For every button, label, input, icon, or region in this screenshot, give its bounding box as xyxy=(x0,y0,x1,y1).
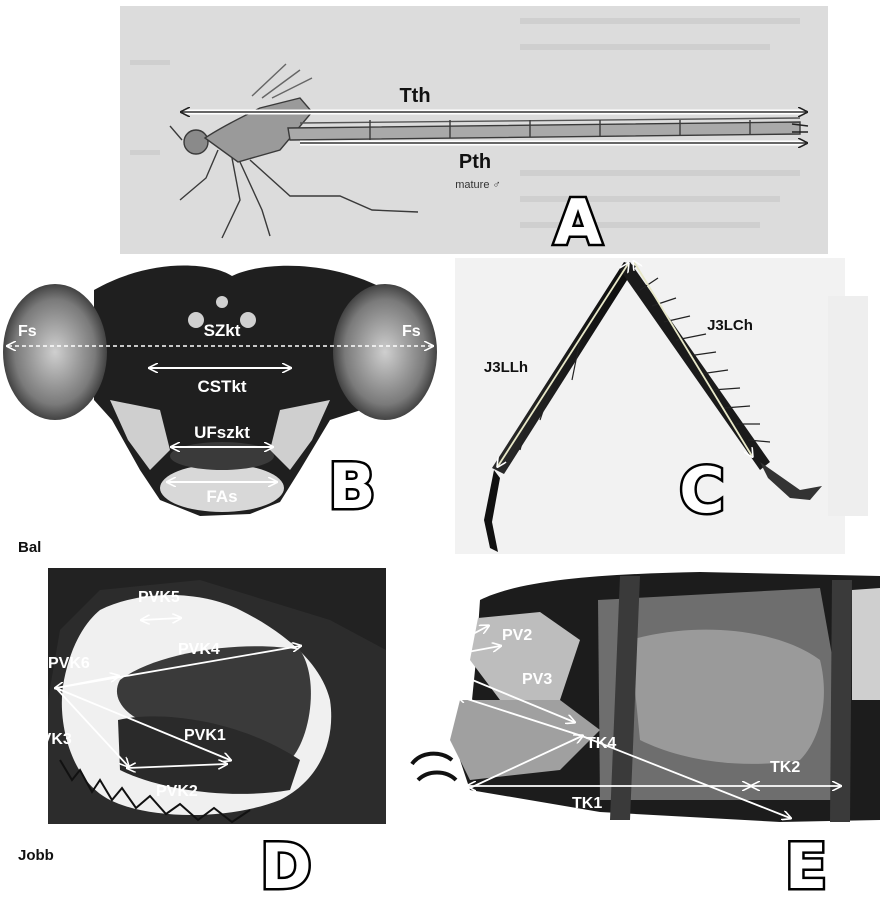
label-tk3: TK3 xyxy=(404,707,434,724)
label-pvk5: PVK5 xyxy=(138,589,180,606)
label-szkt: SZkt xyxy=(204,321,241,340)
label-cstkt: CSTkt xyxy=(197,377,246,396)
pale-segment-patch xyxy=(630,630,824,764)
panel-letter-b: B xyxy=(328,450,375,523)
label-pvk1: PVK1 xyxy=(184,727,226,744)
panel-letter-d: D xyxy=(260,830,311,898)
label-tk2: TK2 xyxy=(770,759,800,776)
label-pth: Pth xyxy=(459,151,491,173)
label-j3llh: J3LLh xyxy=(484,359,528,376)
label-tth: Tth xyxy=(399,85,430,107)
panel-a: Tth Pth mature ♂ A xyxy=(120,6,828,259)
label-tk1: TK1 xyxy=(572,795,602,812)
label-j3lch: J3LCh xyxy=(707,317,753,334)
label-ufszkt: UFszkt xyxy=(194,423,250,442)
panel-letter-c: C xyxy=(679,454,725,527)
panel-e: PV1 PV2 PV3 TK3 TK4 TK2 TK1 E xyxy=(404,572,880,898)
label-pvk2: PVK2 xyxy=(156,783,198,800)
left-compound-eye xyxy=(3,284,107,420)
label-fas: FAs xyxy=(206,487,237,506)
label-pvk3: PVK3 xyxy=(30,731,72,748)
label-pvk6: PVK6 xyxy=(48,655,90,672)
label-pv3: PV3 xyxy=(522,671,552,688)
label-mature-male: mature ♂ xyxy=(455,179,501,191)
label-tk4: TK4 xyxy=(586,735,616,752)
panel-c: J3LLh J3LCh C xyxy=(455,258,868,554)
panel-d: PVK5 PVK4 PVK6 PVK3 PVK1 PVK2 D xyxy=(30,568,386,898)
panel-letter-e: E xyxy=(785,830,827,898)
side-label-left: Bal xyxy=(18,539,41,556)
label-fs-left: Fs xyxy=(18,323,37,340)
label-fs-right: Fs xyxy=(402,323,421,340)
panel-b: Fs Fs SZkt CSTkt UFszkt FAs B xyxy=(3,266,437,523)
panel-letter-a: A xyxy=(554,186,602,259)
label-pv1: PV1 xyxy=(408,615,438,632)
right-compound-eye xyxy=(333,284,437,420)
label-pvk4: PVK4 xyxy=(178,641,220,658)
label-pv2: PV2 xyxy=(502,627,532,644)
side-label-right: Jobb xyxy=(18,847,54,864)
